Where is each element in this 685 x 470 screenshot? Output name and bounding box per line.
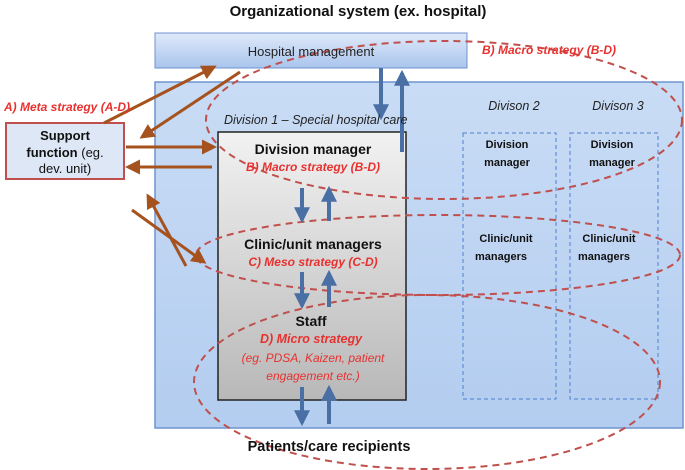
- brown-arrow-down-2: [131, 208, 207, 264]
- div2-manager-line1: Division: [486, 139, 529, 151]
- macro-strategy-ellipse: [205, 40, 683, 200]
- patients-label: Patients/care recipients: [248, 439, 411, 455]
- hospital-management-label: Hospital management: [248, 44, 375, 59]
- micro-strategy-examples-1: (eg. PDSA, Kaizen, patient: [242, 351, 385, 365]
- div2-manager-line2: manager: [484, 157, 531, 169]
- division3-box: [569, 132, 659, 400]
- division3-label: Divison 3: [592, 99, 643, 113]
- macro-strategy-inner-label: B) Macro strategy (B-D): [246, 160, 380, 174]
- support-line3: dev. unit): [39, 161, 92, 176]
- support-line2-bold: function: [26, 145, 77, 160]
- vertical-flow-arrows: [294, 68, 410, 427]
- micro-strategy-label: D) Micro strategy: [260, 332, 363, 346]
- div3-clinic-line1: Clinic/unit: [582, 233, 636, 245]
- div2-clinic-line1: Clinic/unit: [479, 233, 533, 245]
- div3-manager-line2: manager: [589, 157, 636, 169]
- micro-strategy-ellipse: [193, 294, 661, 470]
- staff-label: Staff: [295, 313, 326, 329]
- division2-box: [462, 132, 557, 400]
- support-function-box: [5, 122, 125, 180]
- division1-box: [217, 131, 407, 401]
- diagram-title: Organizational system (ex. hospital): [230, 3, 487, 20]
- support-line1: Support: [40, 128, 90, 143]
- meso-strategy-label: C) Meso strategy (C-D): [248, 255, 377, 269]
- div3-manager-line1: Division: [591, 139, 634, 151]
- div2-clinic-line2: managers: [475, 251, 527, 263]
- support-line2-rest: (eg.: [78, 145, 104, 160]
- meso-strategy-ellipse: [195, 214, 681, 296]
- hospital-management-box: [154, 32, 468, 69]
- brown-arrow-up-2: [146, 193, 188, 267]
- meta-strategy-label: A) Meta strategy (A-D): [3, 100, 130, 114]
- brown-arrow-up-1: [103, 65, 217, 125]
- division1-label: Division 1 – Special hospital care: [224, 113, 407, 127]
- div3-clinic-line2: managers: [578, 251, 630, 263]
- division-manager-label: Division manager: [255, 141, 372, 157]
- macro-strategy-top-label: B) Macro strategy (B-D): [482, 43, 616, 57]
- clinic-managers-label: Clinic/unit managers: [244, 236, 382, 252]
- brown-arrow-down-1: [139, 70, 241, 139]
- micro-strategy-examples-2: engagement etc.): [266, 369, 359, 383]
- meta-strategy-arrows: [103, 65, 241, 267]
- support-line2: function (eg.: [26, 145, 103, 160]
- division2-label: Divison 2: [488, 99, 539, 113]
